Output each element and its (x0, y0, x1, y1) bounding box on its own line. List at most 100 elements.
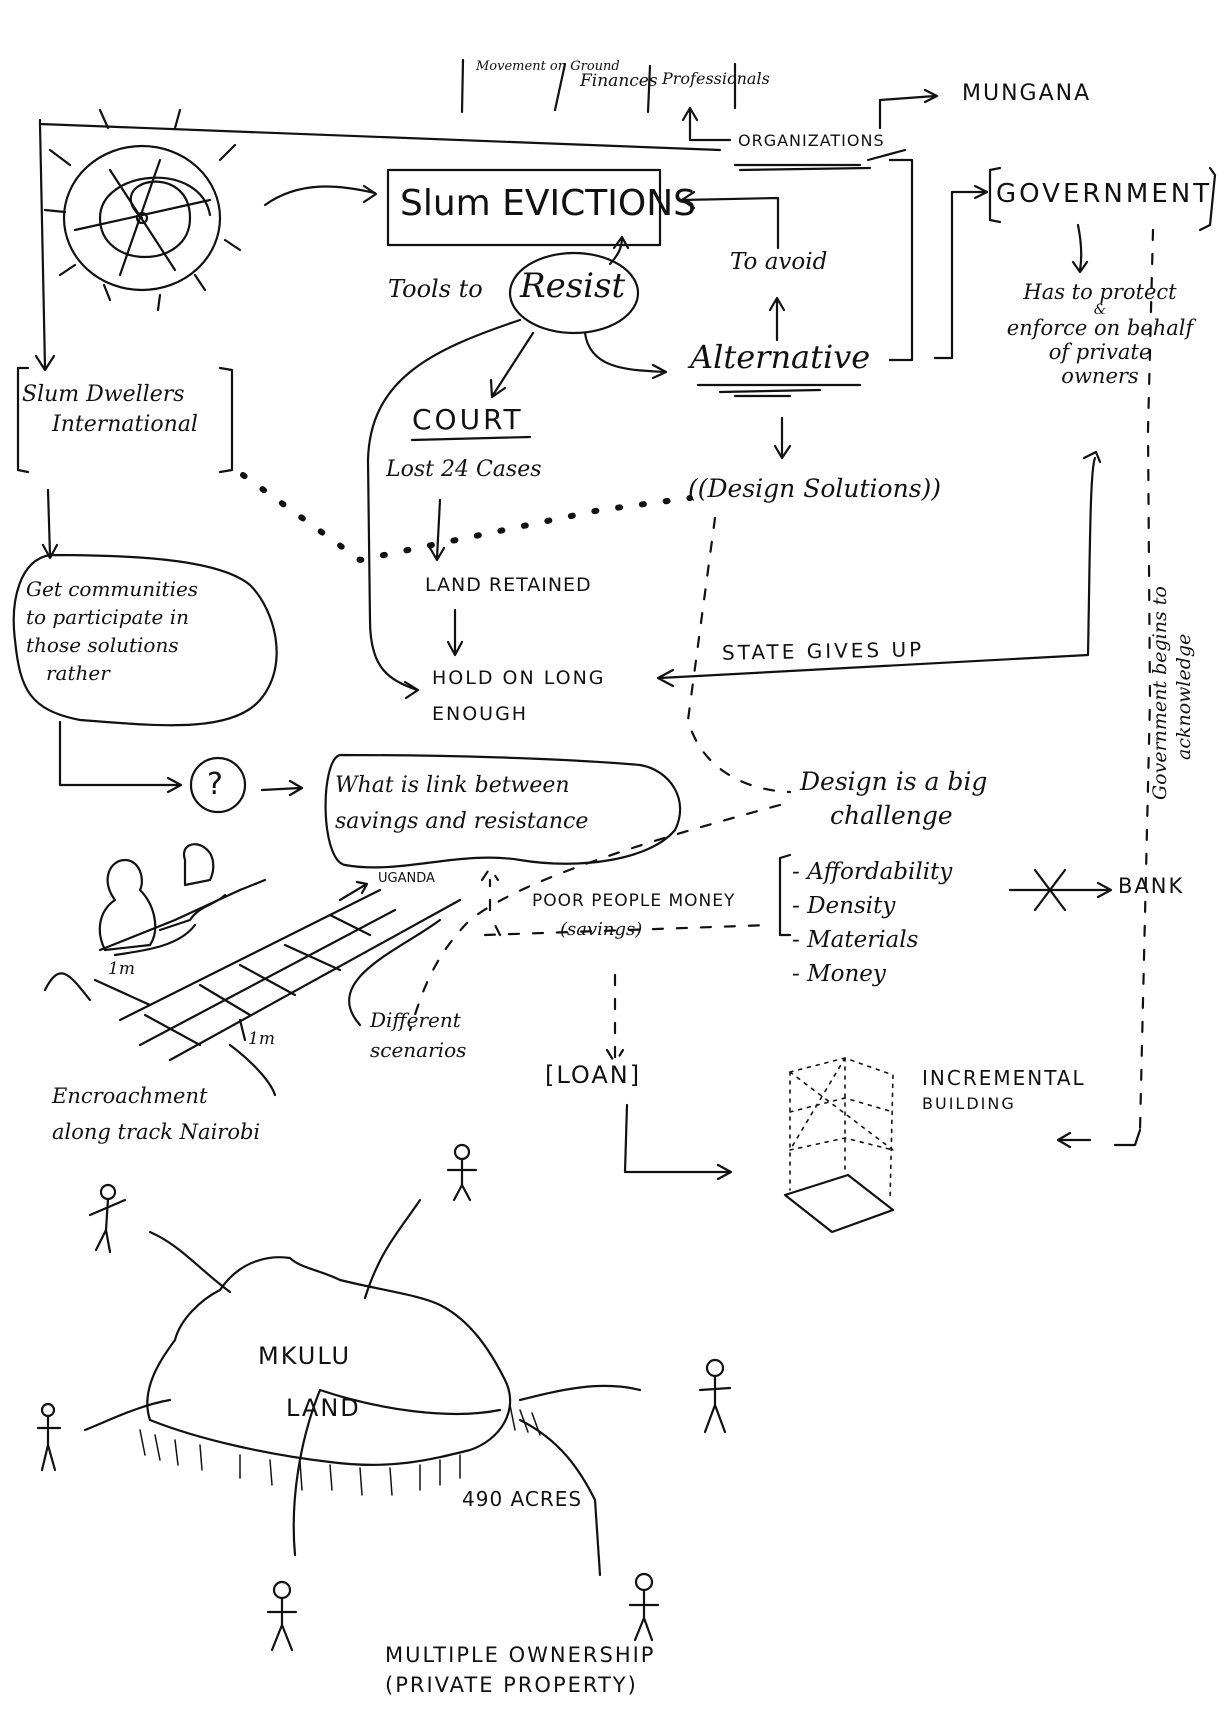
design-challenge-line: Design is a big (800, 767, 988, 796)
category-dividers (460, 58, 737, 114)
category-finances: Finances (580, 71, 658, 91)
challenge-item-label: Materials (807, 927, 919, 953)
ownership-line: (PRIVATE PROPERTY) (385, 1673, 638, 1697)
spiral-to-evictions-arrow (263, 184, 378, 207)
lost-cases-label: Lost 24 Cases (386, 457, 542, 482)
land-retained-label: LAND RETAINED (425, 574, 592, 596)
poor-money-bracket (483, 923, 772, 937)
encroachment-caption: Encroachment along track Nairobi (52, 1078, 260, 1150)
stick-figure (698, 1358, 732, 1434)
challenge-bracket (778, 853, 792, 937)
question-to-link-arrow (260, 779, 304, 797)
duty-line: enforce on behalf (1006, 316, 1194, 340)
hold-on-line: HOLD ON LONG (432, 667, 606, 689)
court-underline (410, 435, 532, 442)
government-bracket-left (988, 166, 1002, 224)
duty-line: of private (1048, 340, 1152, 364)
spiral-sun-icon (43, 108, 242, 312)
uganda-label: UGANDA (378, 871, 435, 886)
organizations-label: ORGANIZATIONS (738, 131, 885, 150)
participate-line: Get communities (26, 577, 199, 601)
org-connector-line (38, 118, 722, 370)
category-professionals: Professionals (662, 69, 770, 88)
alternative-underline (696, 383, 862, 398)
government-to-duty-arrow (1071, 223, 1089, 274)
org-to-categories-arrow (681, 106, 732, 142)
participate-cloud (12, 553, 278, 727)
participate-line: to participate in (26, 605, 189, 629)
link-line: savings and resistance (335, 809, 589, 834)
court-label: COURT (412, 403, 524, 436)
sdi-dotted-line (240, 472, 693, 563)
sdi-line: International (52, 412, 198, 437)
design-dashed-line (686, 516, 792, 794)
challenge-item: - Affordability (792, 859, 953, 885)
state-gives-up-arrow (656, 456, 1097, 688)
challenge-item: - Density (792, 893, 896, 919)
bank-blocked-arrow (1008, 868, 1113, 912)
resist-to-court-arrow (489, 331, 535, 399)
incremental-line: INCREMENTAL (922, 1066, 1086, 1090)
government-label: GOVERNMENT (996, 179, 1213, 209)
poor-people-money-label: POOR PEOPLE MONEY (532, 891, 736, 911)
loan-label: [LOAN] (545, 1061, 642, 1089)
to-avoid-arrow (680, 190, 780, 250)
design-solutions-label: ((Design Solutions)) (688, 474, 942, 503)
ownership-lines (83, 1198, 642, 1577)
stick-figure (88, 1183, 127, 1254)
savings-label: (savings) (560, 919, 643, 940)
court-to-land-arrow (428, 498, 446, 562)
acknowledge-line: Government begins to (1149, 586, 1171, 800)
land-to-holdon-arrow (446, 608, 464, 657)
alternative-bracket (866, 148, 914, 362)
duty-line: owners (1061, 364, 1139, 388)
encroachment-line: along track Nairobi (52, 1120, 261, 1144)
resist-bubble (508, 251, 640, 335)
design-challenge-line: challenge (830, 801, 953, 830)
challenge-list: - Affordability - Density - Materials - … (792, 855, 952, 991)
slum-evictions-label: Slum EVICTIONS (400, 183, 697, 224)
scenarios-line: scenarios (370, 1038, 467, 1062)
government-dashed-line (1138, 228, 1155, 1132)
challenge-item-label: Affordability (807, 859, 953, 885)
stick-figure (266, 1580, 298, 1652)
mkulu-land-label: MKULU LAND (258, 1330, 361, 1434)
challenge-item: - Money (792, 961, 886, 987)
sdi-to-participate-arrow (41, 488, 59, 560)
resist-to-alternative-arrow (583, 331, 668, 380)
savings-to-link-dashed (480, 866, 502, 937)
participate-line: those solutions (26, 633, 179, 657)
loan-to-building-arrow (623, 1103, 733, 1181)
acknowledge-line: acknowledge (1173, 633, 1195, 760)
question-mark: ? (207, 767, 223, 802)
government-bracket-right (1198, 166, 1217, 232)
sdi-line: Slum Dwellers (22, 382, 185, 407)
challenge-item: - Materials (792, 927, 919, 953)
stick-figure (628, 1572, 660, 1642)
participate-to-question-arrow (58, 720, 183, 794)
one-meter-label: 1m (108, 959, 135, 979)
hold-on-line: ENOUGH (432, 703, 529, 725)
stick-figure (446, 1143, 478, 1202)
org-to-mungana-arrow (878, 88, 939, 130)
duty-line: Has to protect (1023, 280, 1177, 304)
challenge-item-label: Money (807, 961, 886, 987)
government-acknowledge-label: Government begins to acknowledge (1148, 586, 1196, 800)
vendors-sketch (98, 843, 267, 957)
participate-text: Get communities to participate in those … (26, 575, 198, 687)
encroachment-line: Encroachment (52, 1084, 208, 1108)
to-avoid-label: To avoid (730, 249, 828, 275)
design-to-link-dashed (408, 803, 782, 1032)
link-question-cloud (324, 753, 682, 869)
state-gives-up-label: STATE GIVES UP (721, 637, 925, 665)
tools-to-label: Tools to (388, 275, 483, 303)
scenarios-line: Different (370, 1008, 461, 1032)
multiple-ownership-label: MULTIPLE OWNERSHIP (PRIVATE PROPERTY) (385, 1640, 655, 1700)
stick-figure (36, 1402, 62, 1472)
resist-label: Resist (520, 266, 626, 306)
mungana-label: MUNGANA (962, 81, 1092, 106)
duty-line: & (1093, 302, 1107, 318)
sdi-label: Slum Dwellers International (22, 380, 198, 440)
mkulu-line: LAND (286, 1394, 361, 1422)
